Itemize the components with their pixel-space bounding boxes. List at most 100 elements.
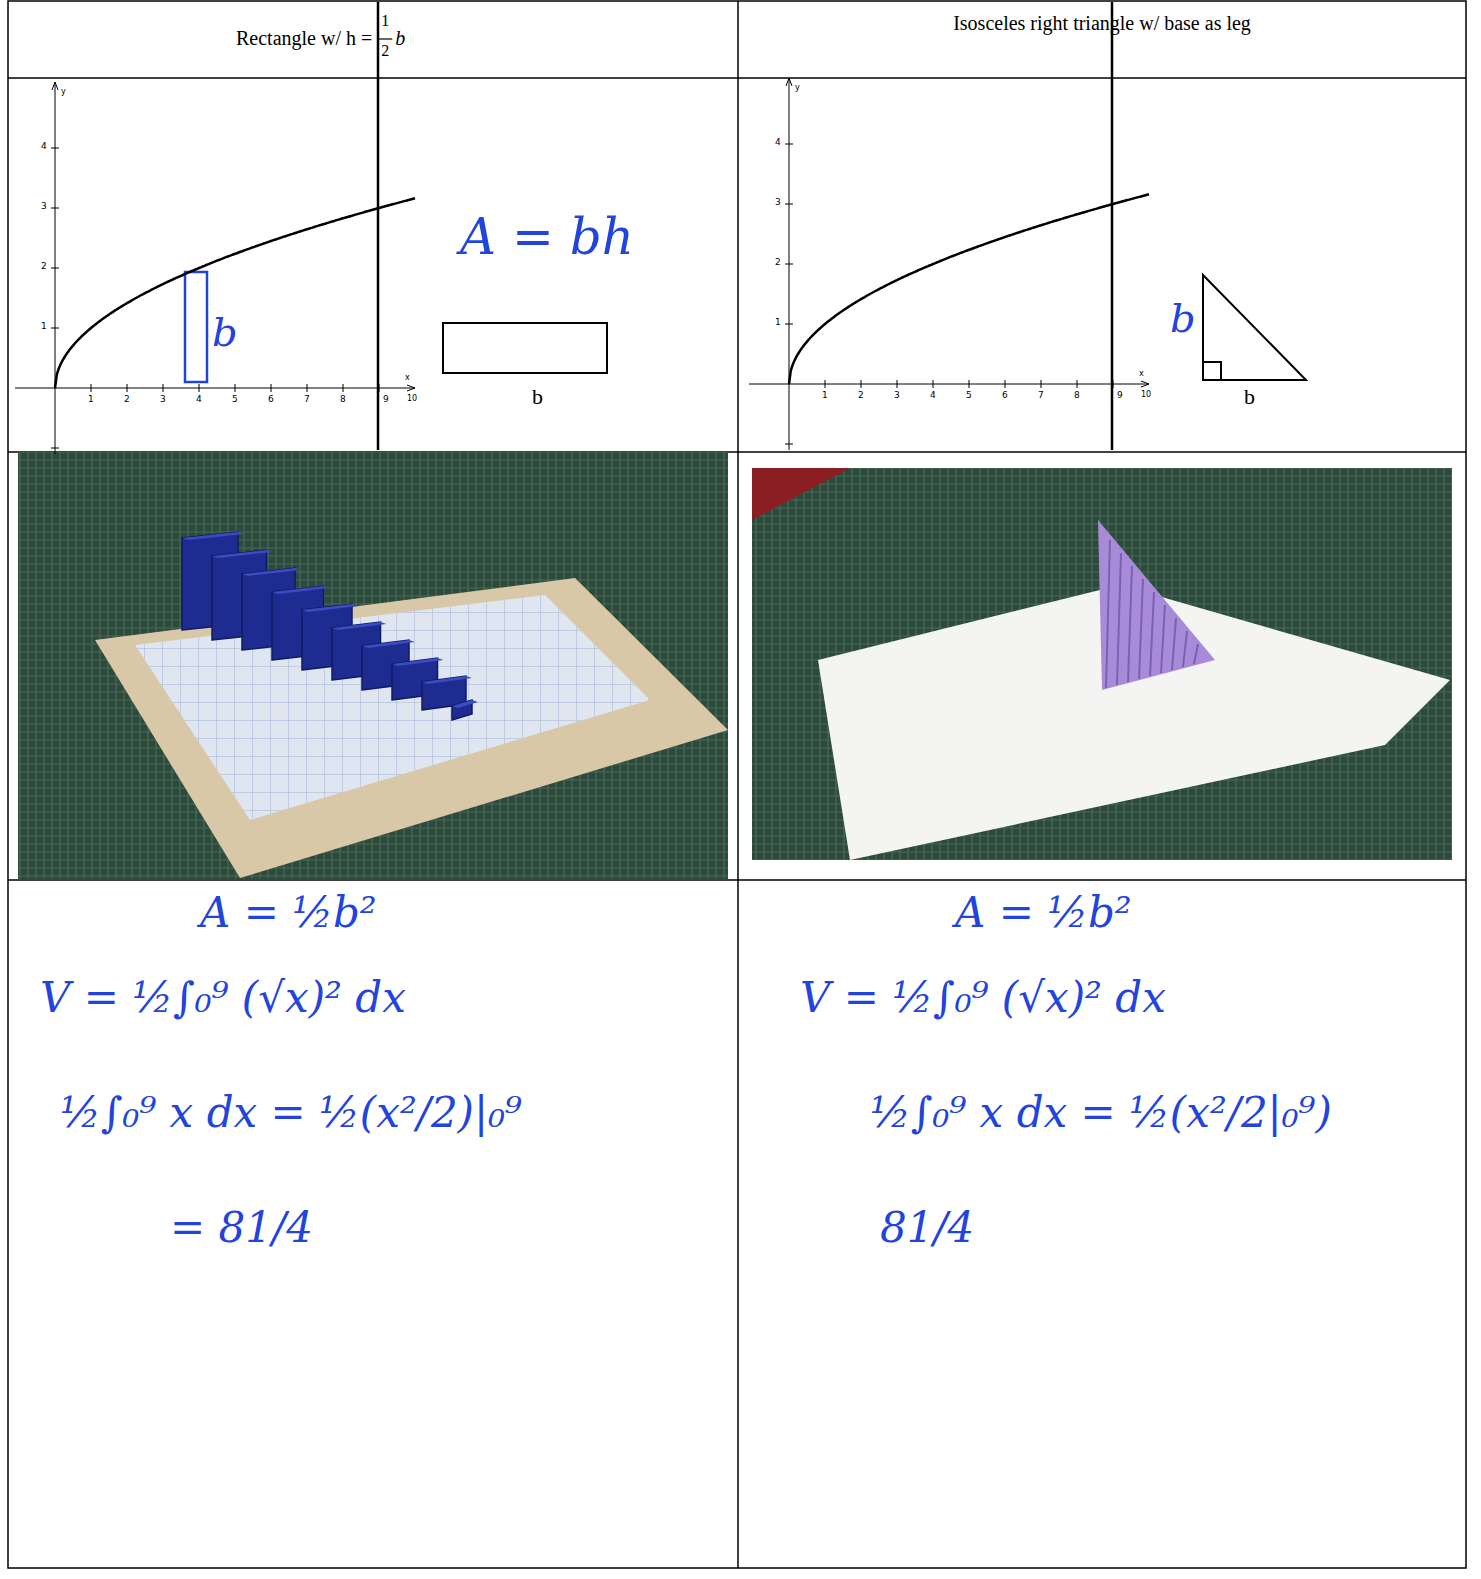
- tick-label: 2: [775, 258, 781, 268]
- tick: [969, 380, 970, 388]
- handwritten-math: 81/4: [880, 1205, 974, 1251]
- tick: [785, 144, 793, 145]
- axis-label: x: [405, 374, 410, 383]
- tick: [51, 328, 59, 329]
- tick-label: 4: [41, 142, 47, 152]
- sqrt-curve: [789, 194, 1149, 384]
- tick-label: 8: [1074, 391, 1080, 401]
- tick-label: 9: [1117, 391, 1123, 401]
- tick-label: 10: [407, 395, 417, 404]
- slab-top: [422, 676, 472, 684]
- tick: [51, 148, 59, 149]
- tick: [51, 268, 59, 269]
- slice-edge: [1194, 644, 1198, 664]
- tick: [785, 324, 793, 325]
- tick: [933, 380, 934, 388]
- sqrt-curve: [55, 198, 415, 388]
- handwritten-math: A = ½b²: [200, 890, 377, 936]
- handwritten-math: ½∫₀⁹ x dx = ½(x²/2|₀⁹): [870, 1090, 1332, 1136]
- tick: [127, 384, 128, 392]
- tick-label: 6: [1002, 391, 1008, 401]
- slice-edge: [1161, 605, 1165, 673]
- slice-edge: [1139, 579, 1143, 679]
- handwritten-label: b: [1170, 296, 1196, 340]
- tick: [163, 384, 164, 392]
- handwritten-math: V = ½∫₀⁹ (√x)² dx: [40, 975, 406, 1021]
- slab-top: [362, 640, 415, 648]
- tick-label: 5: [232, 395, 238, 405]
- handwritten-math: V = ½∫₀⁹ (√x)² dx: [800, 975, 1166, 1021]
- tick: [91, 384, 92, 392]
- variable: b: [395, 27, 405, 49]
- tick-label: 7: [1038, 391, 1044, 401]
- tick-label: 6: [268, 395, 274, 405]
- tick: [1005, 380, 1006, 388]
- x-axis: [749, 384, 1149, 385]
- tick-label: 9: [383, 395, 389, 405]
- tick-label: 10: [1141, 391, 1151, 400]
- slab-top: [212, 550, 273, 558]
- boundary-line: [1111, 2, 1114, 450]
- tick-label: 7: [304, 395, 310, 405]
- column-header: Rectangle w/ h =: [236, 27, 372, 49]
- slab-top: [302, 604, 358, 612]
- handwritten-formula: A = bh: [460, 210, 634, 265]
- tick-label: 1: [822, 391, 828, 401]
- tick-label: 1: [88, 395, 94, 405]
- tick-label: 1: [775, 318, 781, 328]
- x-axis: [15, 388, 415, 389]
- fraction-numerator: 1: [381, 12, 389, 30]
- arrowhead: [1141, 381, 1149, 387]
- slab-top: [242, 568, 301, 576]
- arrowhead: [786, 78, 792, 86]
- boundary-line: [377, 2, 380, 450]
- tick-label: 1: [41, 322, 47, 332]
- tick-label: 2: [858, 391, 864, 401]
- axis-label: y: [795, 84, 800, 93]
- tick-label: 3: [894, 391, 900, 401]
- handwritten-label: b: [212, 310, 238, 354]
- handwritten-math: A = ½b²: [955, 890, 1132, 936]
- tick: [307, 384, 308, 392]
- tick-label: 3: [41, 202, 47, 212]
- tick: [235, 384, 236, 392]
- dimension-label: b: [532, 385, 543, 409]
- tick: [343, 384, 344, 392]
- tick: [785, 264, 793, 265]
- tick: [897, 380, 898, 388]
- slice-edge: [1150, 592, 1154, 676]
- axis-label: y: [61, 88, 66, 97]
- slice-edge: [1183, 631, 1187, 667]
- slice-edge: [1128, 566, 1132, 682]
- tick: [1077, 380, 1078, 388]
- slab-top: [392, 658, 444, 666]
- handwritten-math: = 81/4: [170, 1205, 313, 1251]
- tick: [825, 380, 826, 388]
- tick: [271, 384, 272, 392]
- tick: [785, 204, 793, 205]
- tick-label: 4: [775, 138, 781, 148]
- tick: [51, 208, 59, 209]
- axis-label: x: [1139, 370, 1144, 379]
- arrowhead: [52, 82, 58, 90]
- slice-edge: [1117, 553, 1121, 685]
- arrowhead: [407, 385, 415, 391]
- dimension-label: b: [1244, 385, 1255, 409]
- tick: [861, 380, 862, 388]
- handwritten-math: ½∫₀⁹ x dx = ½(x²/2)|₀⁹: [60, 1090, 522, 1136]
- slab-top: [452, 700, 478, 708]
- tick-label: 2: [41, 262, 47, 272]
- slab-top: [182, 532, 244, 540]
- tick-label: 5: [966, 391, 972, 401]
- fraction-bar: [378, 38, 392, 39]
- slice-edge: [1106, 540, 1110, 688]
- tick-label: 4: [196, 395, 202, 405]
- column-header: Isosceles right triangle w/ base as leg: [953, 12, 1251, 34]
- slab-top: [332, 622, 387, 630]
- tick: [785, 444, 793, 445]
- tick: [1041, 380, 1042, 388]
- tick-label: 2: [124, 395, 130, 405]
- fraction-denominator: 2: [381, 42, 389, 60]
